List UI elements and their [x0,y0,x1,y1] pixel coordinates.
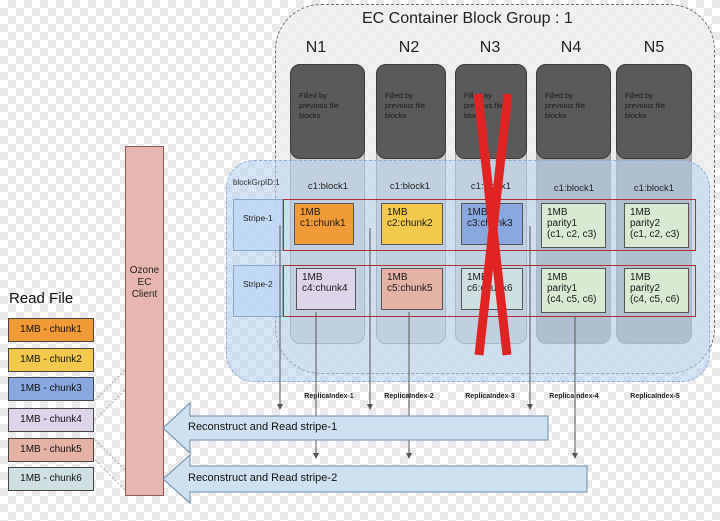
arrow-head [313,453,319,459]
dotted-connector [94,389,126,421]
stripe-2-box: Stripe-2 [233,265,283,317]
node-label-n2: N2 [398,39,420,56]
reconstruct-arrow-stripe-2 [162,453,588,505]
block-group-id-label: blockGrpID:1 [233,178,280,187]
chunk-size: 1MB [547,272,568,283]
client-text-line: Ozone [129,265,160,276]
read-file-chunk3: 1MB - chunk3 [8,377,94,401]
chunk-sources: (c4, c5, c6) [547,294,597,305]
chunk-name: c4:chunk4 [302,283,348,294]
filled-text-line: blocks [625,111,647,120]
node-label-n4: N4 [560,39,582,56]
filled-text-line: blocks [299,111,321,120]
node-filled-area-n5: Filled by previous file blocks [616,64,692,159]
ozone-ec-client: Ozone EC Client [125,146,164,496]
block-label-n5: c1:block1 [633,183,675,194]
chunk-name: parity2 [630,218,661,229]
arrow-head [367,404,373,410]
failure-x-icon [473,93,513,356]
chunk-size: 1MB [467,207,488,218]
chunk-sources: (c4, c5, c6) [630,294,680,305]
dotted-connector [94,439,126,471]
chunk-name: c5:chunk5 [387,283,433,294]
client-text-line: Client [131,289,158,300]
chunk-size: 1MB [630,207,651,218]
reconstruct-stripe-2-label: Reconstruct and Read stripe-2 [188,472,338,484]
chunk-size: 1MB [630,272,651,283]
filled-text-line: Filled by [625,91,653,100]
chunk-c1-chunk1: 1MB c1:chunk1 [294,203,354,245]
replica-index-1: ReplicaIndex-1 [304,393,354,400]
chunk-c5-chunk5: 1MB c5:chunk5 [381,268,443,310]
block-label-n2: c1:block1 [389,181,431,192]
arrow-head [572,453,578,459]
filled-text-line: previous file [464,101,505,110]
chunk-size: 1MB [387,207,408,218]
read-file-title: Read File [9,290,74,307]
filled-text-line: Filled by [385,91,413,100]
read-file-chunk4: 1MB - chunk4 [8,408,94,432]
filled-text-line: Filled by [545,91,573,100]
replica-index-5: ReplicaIndex-5 [630,393,680,400]
stripe-1-label: Stripe-1 [243,213,273,223]
chunk-parity2-stripe1: 1MB parity2 (c1, c2, c3) [624,203,689,248]
node-label-n5: N5 [643,39,665,56]
read-file-chunk1: 1MB - chunk1 [8,318,94,342]
read-file-chunk2: 1MB - chunk2 [8,348,94,372]
filled-text-line: previous file [299,101,340,110]
filled-text-line: previous file [625,101,666,110]
dotted-connector [94,459,126,491]
read-file-chunk5: 1MB - chunk5 [8,438,94,462]
node-filled-area-n4: Filled by previous file blocks [536,64,611,159]
client-text-line: EC [137,277,152,288]
chunk-size: 1MB [547,207,568,218]
filled-text-line: Filled by [299,91,327,100]
replica-index-3: ReplicaIndex-3 [465,393,515,400]
arrow-head [527,404,533,410]
chunk-name: parity1 [547,283,578,294]
filled-text-line: blocks [545,111,567,120]
replica-index-4: ReplicaIndex-4 [549,393,599,400]
chunk-name: c2:chunk2 [387,218,433,229]
stripe-2-label: Stripe-2 [243,279,273,289]
arrow-head [277,404,283,410]
chunk-sources: (c1, c2, c3) [630,229,680,240]
chunk-parity2-stripe2: 1MB parity2 (c4, c5, c6) [624,268,689,313]
chunk-size: 1MB [467,272,488,283]
node-filled-area-n1: Filled by previous file blocks [290,64,365,159]
arrow-head [406,453,412,459]
stripe-1-box: Stripe-1 [233,199,283,251]
group-title: EC Container Block Group : 1 [362,10,573,27]
node-filled-area-n2: Filled by previous file blocks [376,64,446,159]
node-label-n3: N3 [479,39,501,56]
chunk-c2-chunk2: 1MB c2:chunk2 [381,203,443,245]
chunk-name: c1:chunk1 [300,218,346,229]
block-label-n1: c1:block1 [307,181,349,192]
filled-text-line: blocks [385,111,407,120]
filled-text-line: previous file [545,101,586,110]
chunk-size: 1MB [300,207,321,218]
chunk-c4-chunk4: 1MB c4:chunk4 [296,268,356,310]
chunk-sources: (c1, c2, c3) [547,229,597,240]
chunk-name: parity2 [630,283,661,294]
chunk-size: 1MB [302,272,323,283]
read-file-chunk6: 1MB - chunk6 [8,467,94,491]
reconstruct-arrow-stripe-1 [162,401,549,455]
block-label-n4: c1:block1 [553,183,595,194]
dotted-connector [94,369,126,401]
chunk-parity1-stripe2: 1MB parity1 (c4, c5, c6) [541,268,606,313]
filled-text-line: previous file [385,101,426,110]
node-filled-area-n3: Filled by previous file blocks [455,64,527,159]
chunk-parity1-stripe1: 1MB parity1 (c1, c2, c3) [541,203,606,248]
chunk-name: parity1 [547,218,578,229]
node-label-n1: N1 [305,39,327,56]
reconstruct-stripe-1-label: Reconstruct and Read stripe-1 [188,421,338,433]
chunk-size: 1MB [387,272,408,283]
filled-text-line: blocks [464,111,486,120]
